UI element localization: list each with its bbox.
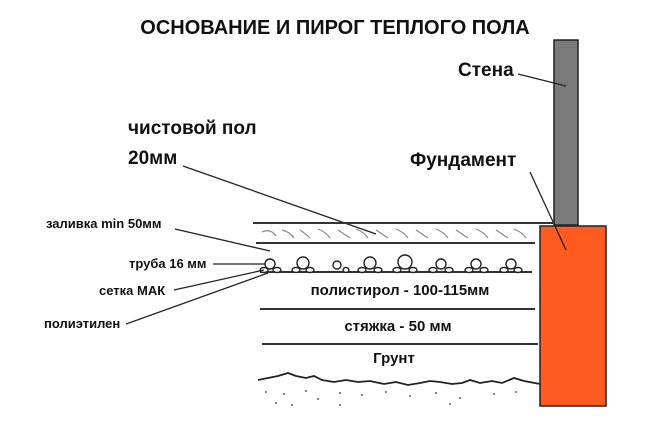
leader-polyethylene (125, 272, 269, 325)
pipe (428, 258, 454, 274)
foundation (539, 225, 607, 407)
pipe (499, 258, 523, 274)
label-pipe: труба 16 мм (129, 256, 207, 271)
pipe (332, 260, 350, 274)
wall (553, 39, 579, 226)
leader-foundation (529, 171, 567, 251)
label-screed: стяжка - 50 мм (344, 318, 451, 335)
diagram-title: ОСНОВАНИЕ И ПИРОГ ТЕПЛОГО ПОЛА (140, 17, 529, 39)
label-finish-floor: чистовой пол (128, 118, 257, 139)
screed-hatching (261, 228, 527, 239)
soil-dots (265, 390, 517, 406)
label-polyethylene: полиэтилен (44, 316, 120, 331)
label-polystyrene: полистирол - 100-115мм (311, 282, 490, 299)
ground-surface (257, 372, 541, 386)
label-finish-floor-thickness: 20мм (128, 148, 177, 169)
leader-wall (517, 73, 567, 87)
pipe (291, 256, 315, 274)
label-pour: заливка min 50мм (46, 216, 162, 231)
pipe (464, 258, 489, 274)
heating-pipes (259, 254, 523, 274)
pipe (392, 254, 418, 274)
leader-mesh (173, 269, 265, 291)
label-soil: Грунт (373, 350, 415, 367)
label-wall: Стена (458, 60, 514, 81)
pipe (357, 256, 383, 274)
leader-pour (174, 228, 271, 252)
label-mesh: сетка МАК (99, 283, 165, 298)
label-foundation: Фундамент (410, 150, 516, 171)
